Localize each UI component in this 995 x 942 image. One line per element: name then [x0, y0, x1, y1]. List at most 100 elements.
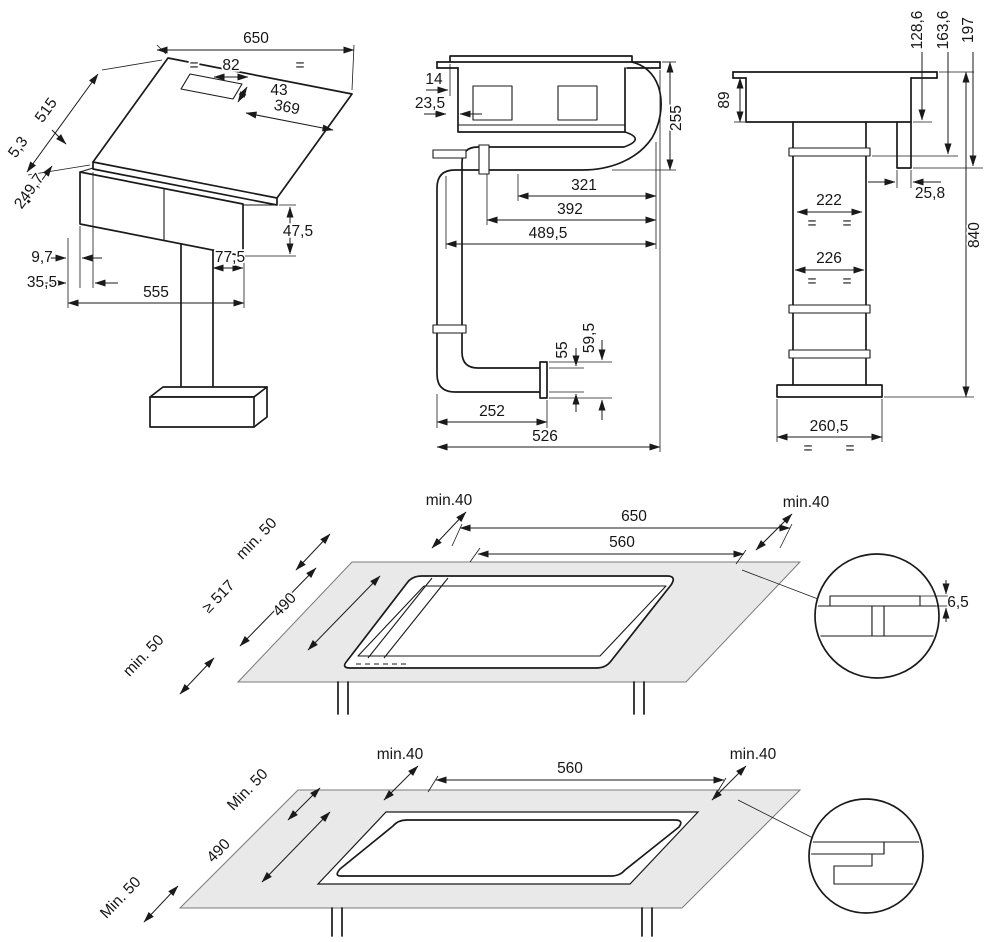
dim-min40-left: min.40 — [377, 746, 424, 763]
plan-top-mounted-view: min.40 650 560 min.40 min. 50 ≥ 517 490 … — [118, 490, 831, 715]
detail-circle-overlap-mount-stroke-stroke — [829, 595, 921, 607]
side-step — [896, 121, 912, 169]
dim-222: 222 — [816, 192, 842, 209]
dim-min50-bottom: Min. 50 — [97, 873, 145, 922]
hob-outline — [336, 819, 682, 877]
dim-392: 392 — [557, 201, 583, 218]
side-view-stroke — [472, 85, 513, 121]
hob-glass — [449, 55, 633, 63]
equal-mark: = — [845, 440, 854, 457]
plan-flush-mounted-view-stroke — [261, 811, 331, 883]
plan-flush-mounted-view: min.40 560 min.40 Min. 50 490 Min. 50 — [95, 744, 802, 937]
cutout-outline — [357, 585, 667, 657]
equal-mark: = — [189, 57, 198, 74]
plinth-side — [253, 386, 268, 428]
dim-min50-top: min. 50 — [233, 514, 281, 563]
equal-mark: = — [842, 215, 851, 232]
dim-min50-bottom: min. 50 — [120, 631, 168, 680]
dim-163-6: 163,6 — [935, 11, 952, 50]
dim-25-8: 25,8 — [915, 185, 945, 202]
dim-height-249-7: 249,7 — [11, 171, 48, 212]
plinth-top — [149, 386, 268, 398]
iso-view-stroke — [237, 86, 248, 103]
dim-59-5: 59,5 — [581, 323, 598, 353]
detail-circle-overlap-mount-stroke — [817, 595, 937, 637]
plan-top-mounted-view-stroke — [179, 657, 215, 695]
dim-min40-left: min.40 — [426, 492, 473, 509]
dim-77-5: 77,5 — [215, 249, 245, 266]
dim-ge-517: ≥ 517 — [199, 577, 238, 617]
side-view-stroke — [557, 85, 598, 121]
dim-35-5: 35,5 — [27, 274, 57, 291]
dim-thickness-5-3: 5,3 — [5, 134, 31, 161]
detail-circle-flush-mount-stroke-stroke — [833, 841, 921, 885]
front-view-stroke — [788, 349, 871, 359]
plan-top-mounted-view-stroke — [239, 567, 317, 647]
detail-circle-flush-mount — [737, 798, 924, 914]
plan-top-mounted-view-stroke — [383, 577, 449, 659]
plan-flush-mounted-view-stroke — [143, 885, 179, 923]
dim-226: 226 — [816, 250, 842, 267]
side-view-stroke — [478, 144, 490, 175]
front-view-stroke — [788, 147, 871, 157]
iso-view-stroke — [245, 111, 334, 132]
plan-flush-mounted-view-stroke — [383, 765, 419, 801]
plan-top-mounted-view-stroke — [307, 575, 381, 651]
iso-view-stroke — [51, 129, 67, 145]
extractor-box — [79, 171, 244, 257]
side-view-stroke — [432, 149, 467, 159]
front-view: 128,6 163,6 197 89 25,8 222 = = 226 = = … — [714, 9, 985, 459]
dim-260-5: 260,5 — [810, 418, 849, 435]
equal-mark: = — [842, 273, 851, 290]
dim-252: 252 — [479, 403, 505, 420]
detail-circle-overlap-mount-stroke — [741, 569, 819, 600]
detail-circle-flush-mount-stroke — [737, 799, 814, 839]
duct-end-flange — [539, 361, 548, 399]
cutout-outline — [316, 811, 700, 885]
hob-housing — [457, 67, 626, 133]
equal-mark: = — [807, 215, 816, 232]
dim-489-5: 489,5 — [529, 225, 568, 242]
plan-top-mounted-view-stroke — [469, 547, 481, 563]
equal-mark: = — [803, 440, 812, 457]
iso-view-stroke — [351, 44, 355, 91]
vent-grille — [180, 73, 243, 100]
iso-view-stroke — [26, 73, 99, 173]
dim-128-6: 128,6 — [909, 11, 926, 50]
dim-47-5: 47,5 — [283, 223, 313, 240]
dim-14: 14 — [425, 71, 443, 88]
detail-circle-overlap-mount-stroke-stroke — [871, 605, 885, 637]
plan-flush-mounted-view-stroke — [711, 765, 747, 801]
dim-min40-right: min.40 — [730, 746, 777, 763]
detail-circle-overlap-mount: 6,5 — [741, 553, 971, 679]
dim-255: 255 — [668, 105, 685, 131]
dim-490: 490 — [270, 589, 300, 620]
dim-650: 650 — [621, 508, 647, 525]
dim-55: 55 — [554, 341, 571, 358]
detail-circle — [808, 798, 924, 914]
dim-560: 560 — [557, 760, 583, 777]
dim-197: 197 — [960, 17, 977, 43]
dim-9-7: 9,7 — [31, 249, 53, 266]
front-view-stroke — [788, 304, 871, 314]
dim-89: 89 — [716, 91, 733, 108]
dim-width-650: 650 — [243, 30, 269, 47]
iso-view-stroke — [79, 167, 94, 173]
dim-min40-right: min.40 — [783, 494, 830, 511]
iso-view-stroke — [101, 59, 163, 71]
dim-depth-515: 515 — [32, 95, 61, 126]
dim-23-5: 23,5 — [415, 95, 445, 112]
dim-526: 526 — [532, 428, 558, 445]
dim-840: 840 — [966, 222, 983, 248]
plan-top-mounted-view-stroke — [431, 511, 467, 549]
plan-top-mounted-view-stroke — [755, 513, 793, 551]
side-view: 14 23,5 255 321 392 489,5 55 59,5 252 52… — [413, 55, 687, 452]
dim-6-5: 6,5 — [947, 594, 969, 611]
side-view-stroke — [432, 324, 467, 334]
equal-mark: = — [807, 273, 816, 290]
dim-min50-top: Min. 50 — [224, 765, 272, 814]
plinth-front — [149, 396, 255, 428]
plan-top-mounted-view-stroke — [295, 533, 331, 571]
